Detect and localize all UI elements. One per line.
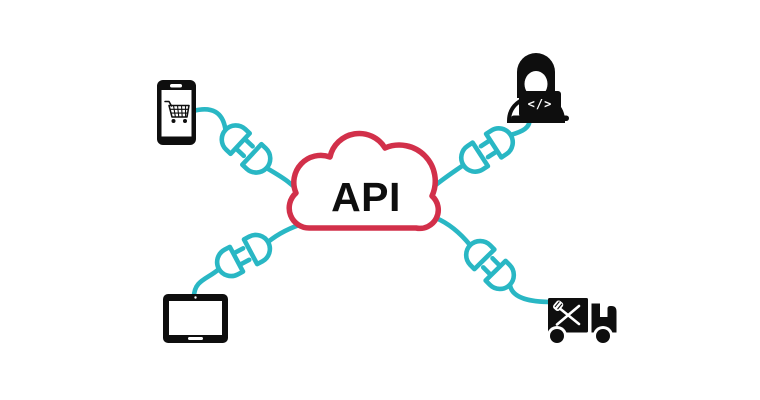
shopping-cart-icon: [164, 100, 190, 123]
tablet-icon: [163, 294, 228, 343]
tablet-home-bar: [188, 337, 203, 340]
plug-socket-icon-top-left: [216, 120, 276, 179]
code-symbol: </>: [527, 97, 553, 111]
plug-socket-icon-bottom-right: [460, 235, 519, 295]
phone-speaker: [170, 84, 182, 88]
wire-plug-to-truck: [507, 282, 555, 305]
plug-socket-icon-bottom-left: [212, 230, 275, 281]
tablet-screen: [169, 301, 222, 335]
face: [524, 71, 548, 97]
plug-socket-icon-top-right: [456, 123, 518, 177]
smartphone-shopping-cart-icon: [157, 80, 196, 145]
utensils-icon: [553, 300, 581, 326]
wire-phone-to-plug: [190, 107, 228, 133]
developer-woman-laptop-icon: [506, 53, 569, 123]
api-cloud-label: API: [331, 174, 401, 220]
food-truck-icon: [547, 298, 617, 346]
laptop-icon: [511, 91, 569, 121]
wire-plug-to-tablet: [191, 266, 222, 300]
wire-socket-to-cloud-bottom-right: [433, 215, 473, 248]
tablet-camera: [194, 296, 197, 299]
truck-cab: [591, 303, 617, 333]
truck-wheel-rear: [550, 329, 564, 343]
truck-wheel-front: [596, 329, 610, 343]
api-cloud: [286, 130, 441, 232]
